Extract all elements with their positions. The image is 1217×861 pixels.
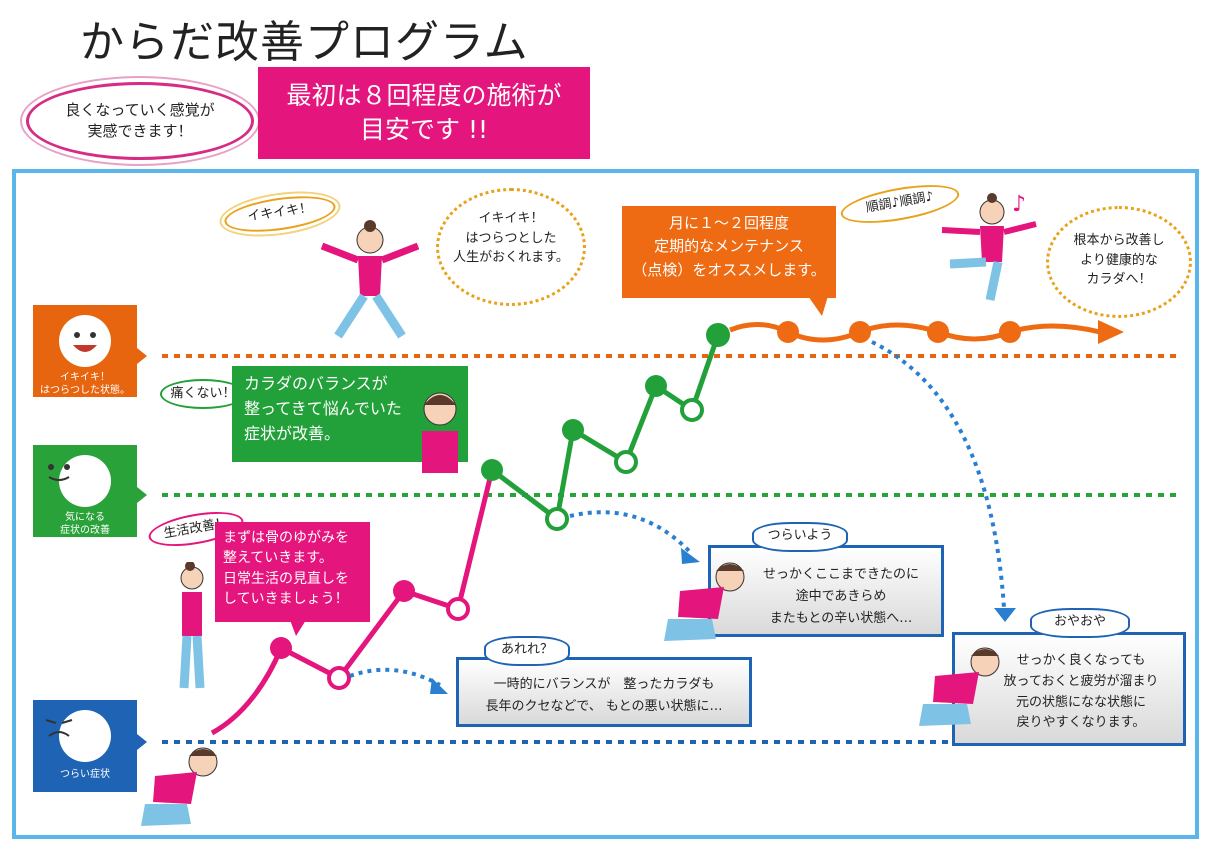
burst-tsurai: つらいよう: [752, 522, 848, 552]
pink-ring: [446, 597, 470, 621]
setback-arrow-2: [569, 510, 692, 554]
setback-arrow-1: [349, 667, 441, 687]
level-middle-line1: 気になる: [65, 512, 105, 523]
pink-dot: [270, 637, 292, 659]
bubble-ikiiki-line2: はつらつとした: [465, 230, 557, 246]
feel-note-line2: 実感できます！: [87, 122, 193, 140]
standing-woman-illustration: [179, 562, 205, 689]
guide-line1: 最初は８回程度の施術が: [286, 81, 562, 111]
bubble-ikiiki: イキイキ！ はつらつとした 人生がおくれます。: [436, 188, 586, 306]
orange-dot: [999, 321, 1021, 343]
smile-face-icon: [59, 315, 111, 367]
level-badge-bottom: つらい症状: [33, 700, 137, 792]
pink-path: [210, 469, 495, 736]
exhausted-woman-illustration: [664, 562, 745, 641]
jumping-woman-illustration: [320, 220, 420, 339]
tsurai-line1: せっかくここまできたのに: [762, 567, 919, 582]
dancing-woman-illustration: [941, 193, 1037, 301]
level-bottom-tab: [137, 734, 147, 750]
green-callout-line2: 整ってきて悩んでいた: [244, 398, 402, 418]
orange-dot: [849, 321, 871, 343]
setback-arrowhead-2: [681, 548, 700, 564]
pink-callout-line3: 日常生活の見直しを: [223, 570, 349, 587]
orange-callout-line3: （点検）をオススメします。: [632, 260, 826, 279]
green-dot: [645, 375, 667, 397]
level-middle-line2: 症状の改善: [60, 525, 110, 536]
level-top-tab: [137, 348, 147, 364]
feel-note-line1: 良くなっていく感覚が: [65, 101, 215, 119]
green-dot: [562, 419, 584, 441]
calm-face-icon: [48, 455, 111, 507]
green-callout-line3: 症状が改善。: [244, 423, 341, 443]
guide-line2: 目安です !!: [360, 115, 488, 144]
pink-ring: [327, 666, 351, 690]
relieved-woman-illustration: [422, 392, 458, 473]
bubble-kenko-line1: 根本から改善し: [1073, 233, 1165, 248]
orange-dot: [927, 321, 949, 343]
feel-note: 良くなっていく感覚が 実感できます！: [26, 82, 254, 160]
setback-arrow-3: [871, 340, 1006, 609]
tsurai-line3: またもとの辛い状態へ…: [769, 611, 913, 627]
oyaoya-line2: 放っておくと疲労が溜まり: [1003, 673, 1159, 689]
green-path: [490, 334, 721, 524]
music-note-icon: ♪: [1012, 192, 1027, 217]
orange-callout: 月に１～２回程度 定期的なメンテナンス （点検）をオススメします。: [622, 206, 836, 298]
tired-woman-illustration: [919, 647, 1000, 726]
bubble-kenko-line2: より健康的な: [1080, 252, 1158, 268]
bubble-kenko-line3: カラダへ！: [1086, 272, 1152, 287]
guide-box: 最初は８回程度の施術が 目安です !!: [258, 67, 590, 159]
kneeling-woman-illustration: [141, 747, 218, 826]
green-ring: [545, 507, 569, 531]
bubble-ikiiki-line3: 人生がおくれます。: [453, 250, 569, 265]
level-middle-tab: [137, 487, 147, 503]
green-ring: [680, 398, 704, 422]
oyaoya-line4: 戻りやすくなります。: [1016, 715, 1146, 731]
green-callout-line1: カラダのバランスが: [244, 374, 388, 393]
bubble-ikiiki-line1: イキイキ！: [478, 211, 544, 226]
tag-itakunai: 痛くない！: [160, 379, 246, 409]
burst-oyaoya: おやおや: [1030, 608, 1130, 638]
level-bottom-line1: つらい症状: [60, 769, 110, 780]
oyaoya-line1: せっかく良くなっても: [1016, 653, 1146, 668]
level-top-line2: はつらつした状態。: [40, 385, 130, 396]
green-dot: [706, 323, 730, 347]
pink-callout-line2: 整えていきます。: [223, 550, 333, 567]
oyaoya-line3: 元の状態になな状態に: [1015, 694, 1146, 710]
setback-box-tsurai: せっかくここまできたのに 途中であきらめ またもとの辛い状態へ…: [708, 545, 944, 637]
level-badge-middle: 気になる 症状の改善: [33, 445, 137, 537]
are-line1: 一時的にバランスが 整ったカラダも: [493, 677, 715, 692]
setback-arrowhead-1: [430, 678, 448, 694]
pink-box-tail: [290, 620, 306, 636]
pink-callout: まずは骨のゆがみを 整えていきます。 日常生活の見直しを していきましょう！: [215, 522, 370, 622]
level-top-line1: イキイキ！: [60, 372, 110, 383]
orange-box-tail: [808, 296, 828, 316]
orange-callout-line2: 定期的なメンテナンス: [654, 237, 804, 256]
pink-callout-line1: まずは骨のゆがみを: [223, 530, 349, 546]
pained-face-icon: [45, 710, 111, 762]
orange-arrowhead: [1098, 320, 1124, 344]
green-dot: [481, 459, 503, 481]
tsurai-line2: 途中であきらめ: [795, 589, 887, 605]
burst-are: あれれ？: [484, 636, 570, 666]
diagram-frame: [12, 169, 1199, 839]
are-line2: 長年のクセなどで、 もとの悪い状態に…: [485, 699, 723, 715]
pink-callout-line4: していきましょう！: [223, 590, 349, 607]
setback-arrowhead-3: [994, 608, 1016, 622]
green-ring: [614, 450, 638, 474]
bubble-kenko: 根本から改善し より健康的な カラダへ！: [1046, 206, 1192, 318]
pink-dot: [393, 580, 415, 602]
page-title: からだ改善プログラム: [80, 17, 529, 68]
orange-callout-line1: 月に１～２回程度: [668, 214, 789, 232]
orange-dot: [777, 321, 799, 343]
level-badge-top: イキイキ！ はつらつした状態。: [33, 305, 137, 397]
setback-box-are: 一時的にバランスが 整ったカラダも 長年のクセなどで、 もとの悪い状態に…: [456, 657, 752, 727]
